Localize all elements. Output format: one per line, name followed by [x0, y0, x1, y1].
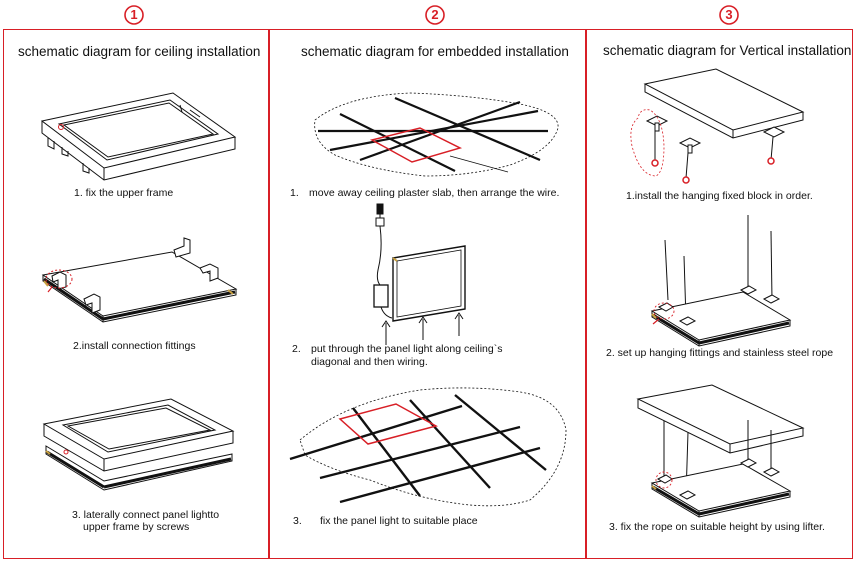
panel-3-title: schematic diagram for Vertical installat…: [603, 43, 852, 58]
step-number-1: 1: [123, 4, 145, 26]
panel-ceiling-installation: [3, 29, 270, 559]
panel-1-step-3-line-1: 3. laterally connect panel lightto: [72, 509, 220, 521]
panel-2-number: 2: [431, 7, 439, 22]
panel-1-title: schematic diagram for ceiling installati…: [18, 44, 261, 59]
panel-to-frame-illustration: [42, 398, 235, 491]
panel-1-step-2: 2.install connection fittings: [73, 340, 196, 352]
step-number-2: 2: [424, 4, 446, 26]
panel-vertical-installation: [585, 29, 853, 559]
connection-fittings-illustration: [41, 237, 238, 323]
step-number-3: 3: [718, 4, 740, 26]
panel-3-number: 3: [725, 7, 733, 22]
upper-frame-illustration: [40, 92, 237, 181]
circle-icon: [124, 5, 144, 25]
panel-1-step-3-line-2: upper frame by screws: [83, 521, 190, 533]
panel-1-number: 1: [130, 7, 138, 22]
panel-embedded-installation: [268, 29, 587, 559]
panel-2-step-3-number: 3.: [293, 515, 302, 527]
panel-2-step-2-line-1: put through the panel light along ceilin…: [311, 343, 503, 355]
panel-3-step-2: 2. set up hanging fittings and stainless…: [606, 347, 834, 359]
panel-2-step-1-number: 1.: [290, 187, 299, 199]
panel-2-step-2-number: 2.: [292, 343, 301, 355]
panel-2-step-3: fix the panel light to suitable place: [320, 515, 478, 527]
circle-icon: [719, 5, 739, 25]
circle-icon: [425, 5, 445, 25]
panel-1-step-1: 1. fix the upper frame: [74, 187, 174, 199]
panel-2-step-2-line-2: diagonal and then wiring.: [311, 356, 428, 368]
panel-3-step-1: 1.install the hanging fixed block in ord…: [626, 190, 813, 202]
panel-3-step-3: 3. fix the rope on suitable height by us…: [609, 521, 825, 533]
panel-2-title: schematic diagram for embedded installat…: [301, 44, 569, 59]
panel-2-step-1: move away ceiling plaster slab, then arr…: [309, 187, 560, 199]
